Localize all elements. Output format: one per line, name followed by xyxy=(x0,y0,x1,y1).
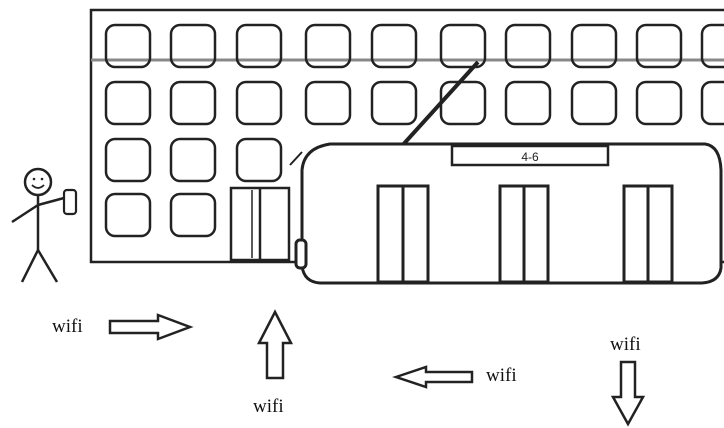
building-windows xyxy=(104,23,724,238)
person-leg-right xyxy=(36,249,59,283)
building-window-r1-c2 xyxy=(169,23,217,69)
person-eye-right xyxy=(40,177,44,181)
building-window-r3-c1 xyxy=(104,137,152,183)
trolleybus-rear-light xyxy=(294,238,308,270)
building-window-r4-c2 xyxy=(169,192,217,238)
trolleybus-door-2 xyxy=(498,184,550,284)
building-window-r2-c3 xyxy=(235,80,283,126)
trolleybus xyxy=(289,60,723,285)
building-window-r1-c3 xyxy=(235,23,283,69)
person-arm-left xyxy=(11,203,39,224)
smartphone-icon xyxy=(62,188,78,216)
building-window-r4-c1 xyxy=(104,192,152,238)
building-window-r2-c10 xyxy=(700,80,724,126)
route-sign-text: 4-6 xyxy=(521,150,539,164)
person-eye-left xyxy=(32,177,36,181)
person-smile xyxy=(31,184,45,189)
building-window-r2-c7 xyxy=(504,80,552,126)
building-window-r1-c5 xyxy=(370,23,418,69)
person-leg-left xyxy=(20,249,40,283)
building-window-r1-c4 xyxy=(304,23,352,69)
building-window-r1-c1 xyxy=(104,23,152,69)
wifi-label-left-arrow: wifi xyxy=(486,365,517,386)
wifi-label-down-arrow: wifi xyxy=(610,334,641,355)
building-window-r2-c2 xyxy=(169,80,217,126)
arrow-down-icon xyxy=(610,360,646,427)
building-window-r1-c6 xyxy=(439,23,487,69)
wifi-label-up-arrow: wifi xyxy=(253,396,284,417)
building-entrance-door xyxy=(229,186,291,262)
arrow-up-icon xyxy=(256,309,294,380)
building-window-r2-c4 xyxy=(304,80,352,126)
person-icon xyxy=(11,167,78,283)
arrow-right-icon xyxy=(108,313,194,341)
trolleybus-front-bump xyxy=(289,151,303,166)
trolleybus-body xyxy=(300,142,723,285)
building-window-r3-c2 xyxy=(169,137,217,183)
trolleybus-door-1 xyxy=(376,184,430,284)
building-window-r1-c8 xyxy=(570,23,618,69)
route-sign-box xyxy=(450,144,610,167)
building-window-r2-c1 xyxy=(104,80,152,126)
building-window-r1-c10 xyxy=(700,23,724,69)
trolleybus-door-3 xyxy=(622,184,674,284)
building-window-r3-c3 xyxy=(235,137,283,183)
building-window-r2-c5 xyxy=(370,80,418,126)
building-window-r2-c9 xyxy=(635,80,683,126)
building xyxy=(89,8,724,264)
person-arm-right xyxy=(37,196,65,207)
building-window-r1-c9 xyxy=(635,23,683,69)
person-head xyxy=(23,167,53,197)
building-window-r2-c8 xyxy=(570,80,618,126)
building-window-r1-c7 xyxy=(504,23,552,69)
wifi-label-right-arrow: wifi xyxy=(52,316,83,337)
arrow-left-icon xyxy=(392,365,474,389)
trolley-pole xyxy=(398,60,480,150)
building-window-r2-c6 xyxy=(439,80,487,126)
